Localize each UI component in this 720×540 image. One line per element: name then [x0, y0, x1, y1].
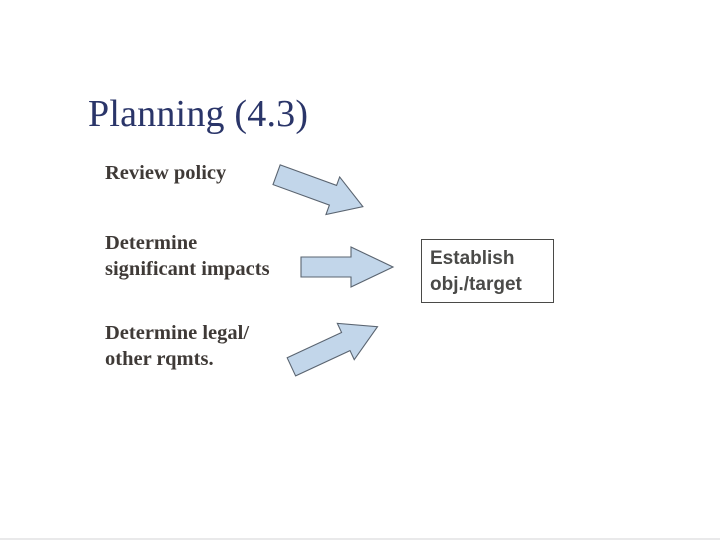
step-label-review-policy: Review policy	[105, 162, 227, 184]
arrow-right-icon	[300, 246, 395, 288]
target-box: Establish obj./target	[421, 239, 554, 303]
page-title: Planning (4.3)	[88, 93, 309, 135]
step-label-determine-legal-other-rqmts: Determine legal/ other rqmts.	[105, 322, 250, 370]
arrow-up-right-icon	[286, 322, 379, 377]
target-box-label: Establish obj./target	[430, 248, 522, 295]
step-label-determine-significant-impacts: Determine significant impacts	[105, 232, 270, 280]
bottom-divider	[0, 538, 720, 540]
arrow-down-right-icon	[272, 164, 364, 216]
